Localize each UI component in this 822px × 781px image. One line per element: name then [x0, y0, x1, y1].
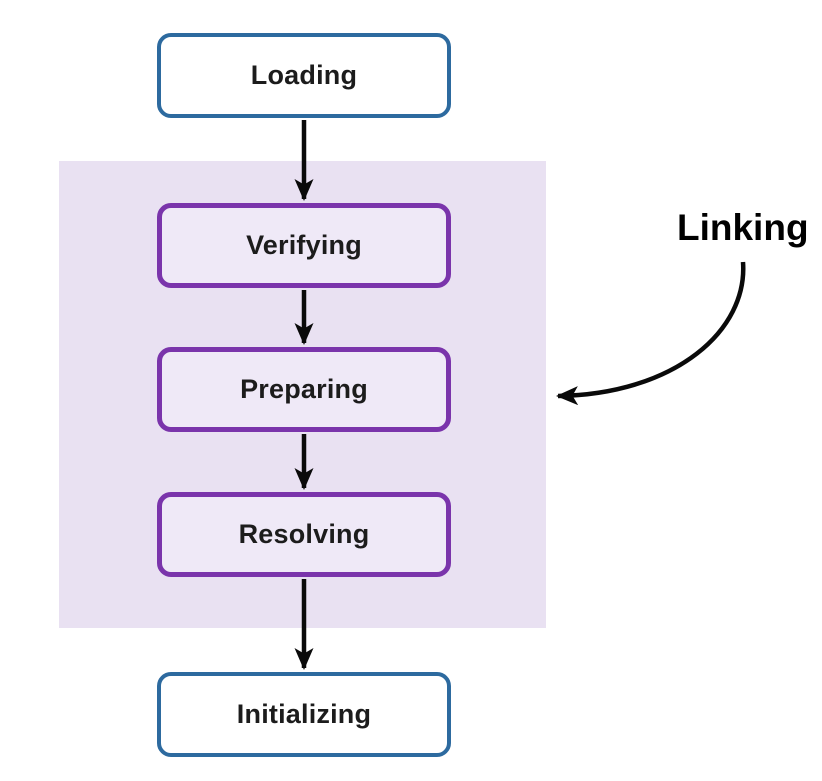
node-preparing-label: Preparing — [240, 374, 368, 404]
node-loading: Loading — [157, 33, 451, 118]
node-preparing: Preparing — [157, 347, 451, 432]
node-verifying: Verifying — [157, 203, 451, 288]
arrow-linking-annotation — [556, 261, 746, 406]
node-initializing: Initializing — [157, 672, 451, 757]
node-initializing-label: Initializing — [236, 699, 372, 729]
node-resolving: Resolving — [157, 492, 451, 577]
node-resolving-label: Resolving — [238, 519, 370, 549]
node-verifying-label: Verifying — [246, 230, 362, 260]
linking-annotation-label: Linking — [677, 207, 809, 248]
node-loading-label: Loading — [250, 60, 358, 90]
